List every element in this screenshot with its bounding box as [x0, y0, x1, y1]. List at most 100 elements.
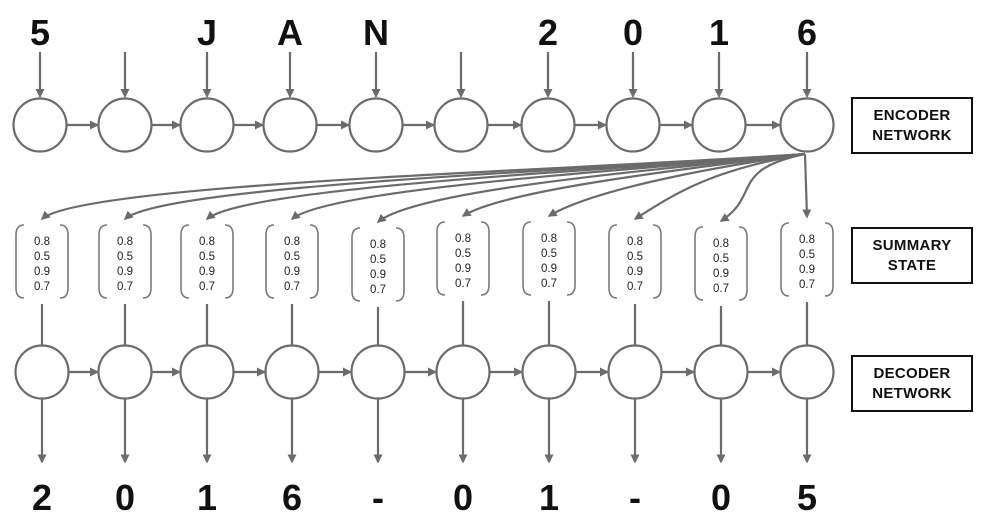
summary-vector-2: 0.80.50.90.7 [180, 224, 234, 299]
vector-value: 0.9 [117, 266, 133, 278]
vector-right-bracket [142, 224, 152, 299]
vector-value: 0.9 [541, 263, 557, 275]
summary-label-line1: SUMMARY [872, 236, 952, 254]
encoder-node-9 [779, 97, 835, 153]
vector-value: 0.8 [370, 239, 386, 251]
vector-left-bracket [608, 224, 618, 299]
encoder-nodes [12, 97, 835, 153]
vector-value: 0.7 [627, 281, 643, 293]
vector-value: 0.7 [117, 281, 133, 293]
input-char-0: 5 [30, 12, 50, 53]
decoder-node-3 [264, 344, 320, 400]
encoder-network-label: ENCODER NETWORK [851, 97, 973, 154]
output-char-6: 1 [539, 477, 559, 518]
decoder-node-6 [521, 344, 577, 400]
vector-right-bracket [59, 224, 69, 299]
fanout-arrow-6 [547, 152, 806, 217]
encoder-node-6 [520, 97, 576, 153]
vector-left-bracket [780, 222, 790, 297]
vector-value: 0.8 [541, 233, 557, 245]
decoder-nodes [14, 344, 835, 400]
vector-right-bracket [652, 224, 662, 299]
vector-value: 0.9 [455, 263, 471, 275]
fanout-arrow-4 [376, 152, 806, 223]
output-char-0: 2 [32, 477, 52, 518]
summary-to-decoder-lines [40, 301, 809, 346]
vector-value: 0.5 [370, 254, 386, 266]
decoder-node-4 [350, 344, 406, 400]
fanout-arrow-9 [802, 153, 812, 219]
vector-value: 0.9 [627, 266, 643, 278]
input-char-2: J [197, 12, 217, 53]
summary-vector-6: 0.8 0.5 0.9 0.7 [522, 221, 576, 296]
vector-value: 0.8 [34, 236, 50, 248]
vector-value: 0.7 [199, 281, 215, 293]
vector-value: 0.5 [627, 251, 643, 263]
vector-value: 0.9 [34, 266, 50, 278]
output-char-1: 0 [115, 477, 135, 518]
decoder-node-2 [179, 344, 235, 400]
vector-value: 0.8 [455, 233, 471, 245]
summary-vector-0: 0.80.50.90.7 [15, 224, 69, 299]
vector-value: 0.9 [799, 264, 815, 276]
encoder-label-line1: ENCODER [873, 106, 951, 124]
decoder-label-line2: NETWORK [872, 384, 952, 402]
vector-left-bracket [265, 224, 275, 299]
decoder-output-arrows [37, 398, 812, 464]
vector-left-bracket [15, 224, 25, 299]
encoder-node-3 [262, 97, 318, 153]
output-char-5: 0 [453, 477, 473, 518]
encoder-node-1 [97, 97, 153, 153]
vector-value: 0.7 [370, 284, 386, 296]
input-char-7: 0 [623, 12, 643, 53]
encoder-node-0 [12, 97, 68, 153]
vector-value: 0.5 [799, 249, 815, 261]
vector-value: 0.5 [284, 251, 300, 263]
vector-value: 0.8 [713, 238, 729, 250]
output-char-7: - [629, 477, 641, 518]
output-char-3: 6 [282, 477, 302, 518]
encoder-input-arrows [35, 52, 812, 98]
vector-value: 0.9 [713, 268, 729, 280]
summary-vector-9: 0.8 0.5 0.9 0.7 [780, 222, 834, 297]
vector-value: 0.9 [370, 269, 386, 281]
encoder-node-5 [433, 97, 489, 153]
vector-value: 0.5 [541, 248, 557, 260]
decoder-node-8 [693, 344, 749, 400]
summary-state-label: SUMMARY STATE [851, 227, 973, 284]
summary-vector-5: 0.8 0.5 0.9 0.7 [436, 221, 490, 296]
vector-value: 0.5 [713, 253, 729, 265]
decoder-node-7 [607, 344, 663, 400]
summary-vector-7: 0.80.50.90.7 [608, 224, 662, 299]
vector-value: 0.8 [799, 234, 815, 246]
decoder-node-0 [14, 344, 70, 400]
vector-left-bracket [694, 226, 704, 301]
vector-right-bracket [224, 224, 234, 299]
vector-left-bracket [351, 227, 361, 302]
vector-right-bracket [824, 222, 834, 297]
vector-value: 0.5 [117, 251, 133, 263]
vector-left-bracket [522, 221, 532, 296]
summary-vector-1: 0.80.50.90.7 [98, 224, 152, 299]
encoder-label-line2: NETWORK [872, 126, 952, 144]
vector-value: 0.7 [799, 279, 815, 291]
vector-value: 0.7 [541, 278, 557, 290]
decoder-node-5 [435, 344, 491, 400]
vector-value: 0.7 [455, 278, 471, 290]
vector-value: 0.5 [34, 251, 50, 263]
input-char-8: 1 [709, 12, 729, 53]
vector-value: 0.5 [455, 248, 471, 260]
vector-value: 0.9 [284, 266, 300, 278]
decoder-node-9 [779, 344, 835, 400]
encoder-node-4 [348, 97, 404, 153]
vector-value: 0.5 [199, 251, 215, 263]
fanout-arrow-8 [719, 152, 806, 222]
vector-value: 0.8 [284, 236, 300, 248]
vector-right-bracket [395, 227, 405, 302]
input-char-9: 6 [797, 12, 817, 53]
vector-left-bracket [436, 221, 446, 296]
decoder-label-line1: DECODER [873, 364, 951, 382]
